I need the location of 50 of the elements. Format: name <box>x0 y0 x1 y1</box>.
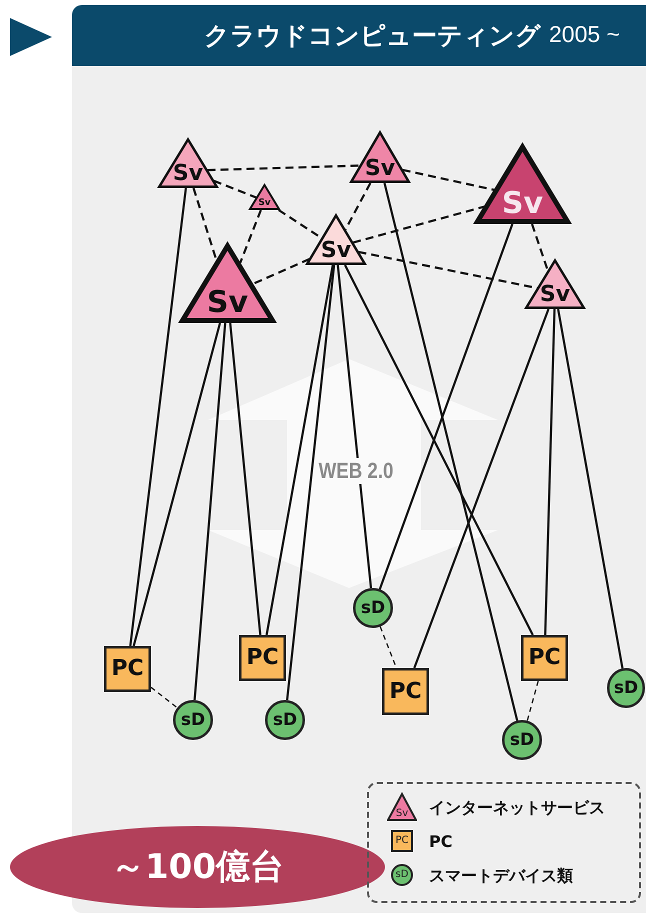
dashed-link <box>344 182 372 230</box>
link-line <box>286 264 336 700</box>
link-line <box>336 264 372 588</box>
count-ellipse: ～100億台 <box>10 826 385 908</box>
link-line <box>383 182 518 721</box>
device-circle: sD <box>353 588 393 628</box>
legend-text: インターネットサービス <box>429 798 605 819</box>
link-line <box>194 322 226 700</box>
link-line <box>132 322 222 646</box>
service-triangle: Sv <box>475 142 570 224</box>
service-triangle: Sv <box>180 241 275 323</box>
pc-symbol: PC <box>391 830 413 852</box>
pc-box: PC <box>104 646 151 692</box>
pc-box: PC <box>239 635 286 681</box>
service-triangle: Sv <box>249 183 280 210</box>
legend-text: PC <box>429 832 452 851</box>
device-circle: sD <box>502 720 542 760</box>
device-circle: sD <box>173 700 213 740</box>
link-line <box>557 308 624 669</box>
link-line <box>544 308 556 636</box>
dashed-link <box>402 168 495 192</box>
pc-box: PC <box>382 668 429 715</box>
service-symbol: Sv <box>387 792 417 822</box>
pc-box: PC <box>521 635 568 681</box>
service-triangle: Sv <box>306 213 366 265</box>
dashed-link <box>192 188 218 261</box>
dashed-link <box>239 210 262 264</box>
link-line <box>378 224 514 590</box>
dashed-link <box>526 680 539 721</box>
legend-text: スマートデバイス類 <box>429 866 573 887</box>
link-line <box>413 308 550 668</box>
link-line <box>129 188 187 646</box>
dashed-link <box>207 164 360 172</box>
watermark-label: WEB 2.0 <box>316 458 396 484</box>
service-triangle: Sv <box>158 137 218 188</box>
title: クラウドコンピューティング <box>204 20 541 52</box>
service-triangle: Sv <box>525 258 585 309</box>
device-circle: sD <box>607 668 645 708</box>
dashed-link <box>530 224 549 271</box>
dashed-link <box>150 686 178 708</box>
service-triangle: Sv <box>350 130 410 183</box>
dashed-link <box>352 205 486 244</box>
year-label: 2005 ~ <box>549 21 620 48</box>
link-line <box>266 264 334 636</box>
dashed-link <box>358 250 538 290</box>
device-circle: sD <box>265 700 305 740</box>
link-line <box>229 322 262 636</box>
dashed-link <box>252 258 310 286</box>
dashed-link <box>213 180 257 199</box>
link-line <box>344 264 534 636</box>
